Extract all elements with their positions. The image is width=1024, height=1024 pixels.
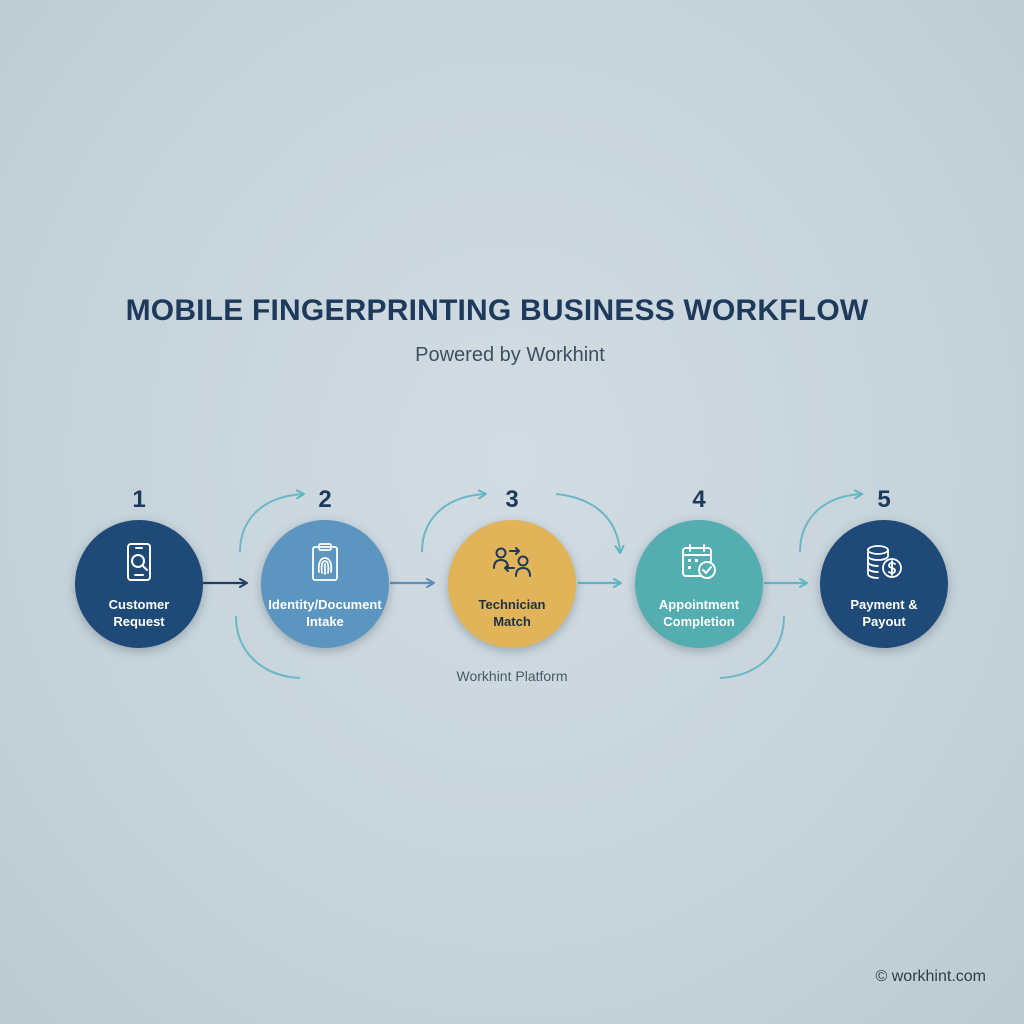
- fingerprint-clipboard-icon: [312, 543, 338, 581]
- step-label-3: Technician Match: [478, 597, 546, 629]
- arc-arrow-into-step-2: [239, 489, 305, 553]
- page-title: MOBILE FINGERPRINTING BUSINESS WORKFLOW: [125, 294, 869, 327]
- step-label-1: Customer Request: [108, 597, 170, 629]
- step-label-4: Appointment Completion: [658, 597, 740, 629]
- smartphone-search-icon: [127, 543, 151, 581]
- step-number-1: 1: [132, 486, 146, 513]
- step-label-5: Payment & Payout: [850, 597, 918, 629]
- platform-label: Workhint Platform: [456, 668, 568, 684]
- step-node-technician-match: Technician Match: [448, 520, 576, 648]
- arc-arrow-down-to-step-4: [555, 493, 625, 554]
- copyright-text: © workhint.com: [875, 968, 986, 985]
- step-node-appointment-completion: Appointment Completion: [635, 520, 763, 648]
- arc-lower-step-2: [235, 615, 301, 679]
- people-swap-icon: [493, 547, 531, 577]
- step-node-payment-payout: Payment & Payout: [820, 520, 948, 648]
- step-label-2: Identity/Document Intake: [268, 597, 382, 629]
- step-number-5: 5: [877, 486, 891, 513]
- calendar-check-icon: [682, 544, 716, 579]
- step-node-identity-document-intake: Identity/Document Intake: [261, 520, 389, 648]
- arc-arrow-into-step-3: [421, 489, 487, 553]
- step-number-2: 2: [318, 486, 332, 513]
- arc-arrow-into-step-5: [799, 489, 863, 553]
- step-number-4: 4: [692, 486, 706, 513]
- step-node-customer-request: Customer Request: [75, 520, 203, 648]
- page-subtitle: Powered by Workhint: [415, 344, 605, 366]
- coins-dollar-icon: [867, 545, 902, 579]
- arc-lower-step-4: [719, 615, 785, 679]
- step-number-3: 3: [505, 486, 519, 513]
